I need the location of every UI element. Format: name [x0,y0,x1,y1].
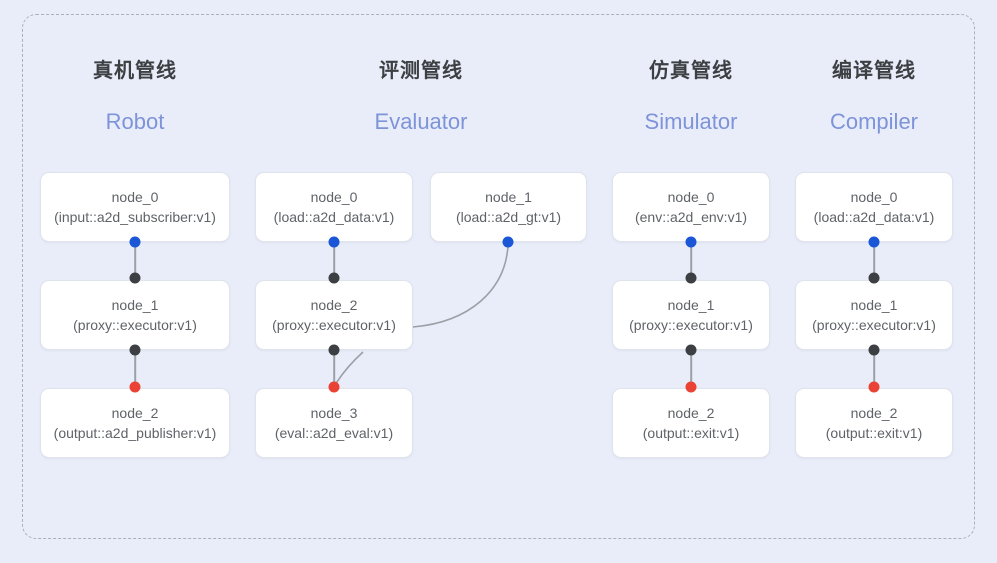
node-label-name: node_2 [850,405,898,421]
node-label-name: node_0 [850,189,898,205]
node-label-type: (proxy::executor:v1) [629,317,753,333]
port-input-evaluator-3[interactable] [328,381,340,393]
port-output-simulator-0[interactable] [685,236,697,248]
node-label-type: (output::exit:v1) [642,425,740,441]
node-compiler-0[interactable]: node_0 (load::a2d_data:v1) [795,172,953,242]
node-label-type: (load::a2d_gt:v1) [455,209,562,225]
node-label-type: (proxy::executor:v1) [272,317,396,333]
node-label-name: node_1 [111,297,159,313]
node-label-type: (proxy::executor:v1) [73,317,197,333]
node-label-name: node_2 [667,405,715,421]
edge-compiler-0-to-1 [873,242,875,278]
node-evaluator-2[interactable]: node_2 (proxy::executor:v1) [255,280,413,350]
node-evaluator-0[interactable]: node_0 (load::a2d_data:v1) [255,172,413,242]
node-evaluator-1[interactable]: node_1 (load::a2d_gt:v1) [430,172,587,242]
node-label-type: (eval::a2d_eval:v1) [274,425,394,441]
port-input-robot-1[interactable] [129,272,141,284]
pipeline-group-frame [22,14,975,539]
node-label-name: node_1 [485,189,532,205]
port-output-simulator-1[interactable] [685,344,697,356]
port-output-compiler-0[interactable] [868,236,880,248]
node-simulator-2[interactable]: node_2 (output::exit:v1) [612,388,770,458]
port-output-evaluator-1[interactable] [502,236,514,248]
node-compiler-2[interactable]: node_2 (output::exit:v1) [795,388,953,458]
port-input-evaluator-2[interactable] [328,272,340,284]
node-robot-0[interactable]: node_0 (input::a2d_subscriber:v1) [40,172,230,242]
edge-compiler-1-to-2 [873,350,875,387]
node-label-name: node_0 [310,189,358,205]
port-output-evaluator-2[interactable] [328,344,340,356]
node-robot-2[interactable]: node_2 (output::a2d_publisher:v1) [40,388,230,458]
node-label-type: (proxy::executor:v1) [812,317,936,333]
node-label-name: node_2 [310,297,358,313]
node-label-name: node_0 [111,189,159,205]
edge-evaluator-2-to-3 [333,350,335,387]
edge-evaluator-0-to-2 [333,242,335,278]
node-robot-1[interactable]: node_1 (proxy::executor:v1) [40,280,230,350]
port-output-compiler-1[interactable] [868,344,880,356]
port-input-simulator-2[interactable] [685,381,697,393]
edge-robot-1-to-2 [134,350,136,387]
node-label-type: (input::a2d_subscriber:v1) [54,209,216,225]
edge-simulator-1-to-2 [690,350,692,387]
node-label-name: node_1 [667,297,715,313]
node-label-type: (output::a2d_publisher:v1) [53,425,217,441]
port-input-robot-2[interactable] [129,381,141,393]
node-compiler-1[interactable]: node_1 (proxy::executor:v1) [795,280,953,350]
node-simulator-0[interactable]: node_0 (env::a2d_env:v1) [612,172,770,242]
port-output-evaluator-0[interactable] [328,236,340,248]
node-label-type: (load::a2d_data:v1) [813,209,935,225]
edge-simulator-0-to-1 [690,242,692,278]
node-label-name: node_0 [667,189,715,205]
node-evaluator-3[interactable]: node_3 (eval::a2d_eval:v1) [255,388,413,458]
port-output-robot-1[interactable] [129,344,141,356]
port-input-compiler-1[interactable] [868,272,880,284]
node-label-name: node_2 [111,405,159,421]
node-label-name: node_1 [850,297,898,313]
node-label-type: (env::a2d_env:v1) [634,209,748,225]
node-label-type: (load::a2d_data:v1) [273,209,395,225]
port-input-compiler-2[interactable] [868,381,880,393]
node-label-type: (output::exit:v1) [825,425,923,441]
node-simulator-1[interactable]: node_1 (proxy::executor:v1) [612,280,770,350]
node-label-name: node_3 [310,405,358,421]
port-output-robot-0[interactable] [129,236,141,248]
port-input-simulator-1[interactable] [685,272,697,284]
edge-robot-0-to-1 [134,242,136,278]
